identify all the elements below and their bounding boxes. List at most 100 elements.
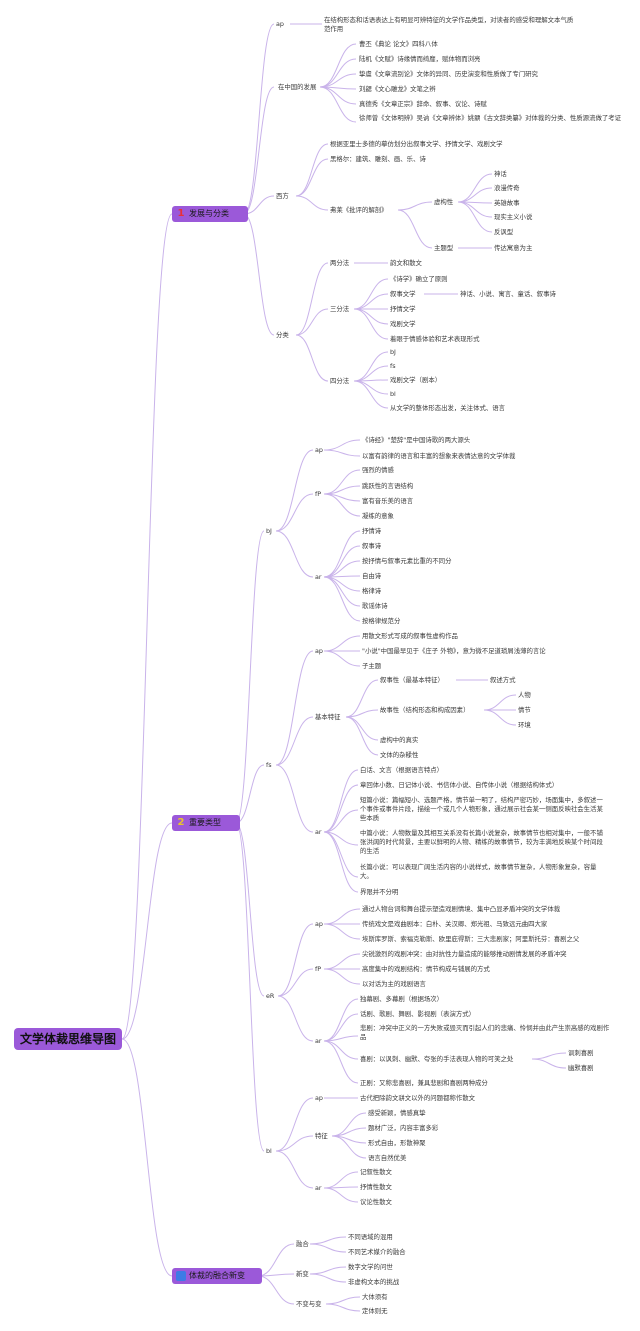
three-way-item[interactable]: 《诗学》确立了原则 <box>390 275 448 283</box>
poetry-ar-item[interactable]: 格律诗 <box>362 587 382 595</box>
poetry-ar-item[interactable]: 歌谣体诗 <box>362 602 388 610</box>
topic-three-way[interactable]: 三分法 <box>330 305 350 313</box>
fiction-ar-item[interactable]: 短篇小说：篇幅短小、选题严格，情节单一明了，结构严密巧妙，场面集中，多叙述一个事… <box>360 796 603 822</box>
root-title[interactable]: 文学体裁思维导图 <box>14 1028 122 1050</box>
fiction-ap-item[interactable]: 用散文形式写成的叙事性虚构作品 <box>362 632 458 640</box>
topic-fp[interactable]: fP <box>315 490 322 498</box>
fictional-item[interactable]: 现实主义小说 <box>494 213 533 221</box>
drama-ar-item[interactable]: 独幕剧、多幕剧（根据场次） <box>360 995 444 1003</box>
fiction-ap-item[interactable]: "小说"中国最早见于《庄子 外物》，意为微不足道琐屑浅薄的言论 <box>362 647 546 655</box>
poetry-ar-item[interactable]: 自由诗 <box>362 572 382 580</box>
four-way-item[interactable]: bl <box>390 390 396 398</box>
prose-feature[interactable]: 语言自然优美 <box>368 1154 407 1162</box>
topic-ar[interactable]: ar <box>315 573 322 581</box>
drama-fp-item[interactable]: 尖锐激烈的戏剧冲突：由对抗性力量造成的能够推动剧情发展的矛盾冲突 <box>362 950 567 958</box>
china-item[interactable]: 曹丕《典论 论文》四科八体 <box>359 40 438 48</box>
four-way-item[interactable]: bJ <box>390 348 396 356</box>
drama-ap-item[interactable]: 埃斯库罗斯、索福克勒斯、欧里庇得斯：三大悲剧家；阿里斯托芬：喜剧之父 <box>362 935 580 943</box>
narrative-genres[interactable]: 神话、小说、寓言、童话、叙事诗 <box>460 290 556 298</box>
poetry-ar-item[interactable]: 抒情诗 <box>362 527 382 535</box>
china-item[interactable]: 真德秀《文章正宗》辞命、叙事、议论、诗赋 <box>359 100 487 108</box>
topic-basic-features[interactable]: 基本特征 <box>315 713 341 721</box>
drama-ar-item[interactable]: 话剧、歌剧、舞剧、影视剧（表演方式） <box>360 1010 476 1018</box>
constancy-item[interactable]: 大体须有 <box>362 1293 388 1301</box>
branch-fusion[interactable]: 3体裁的融合新变 <box>172 1268 262 1284</box>
poetry-fp-item[interactable]: 凝练的意象 <box>362 512 394 520</box>
three-way-item[interactable]: 叙事文学 <box>390 290 416 298</box>
topic-poetry[interactable]: bJ <box>266 527 272 535</box>
drama-fp-item[interactable]: 以对话为主的戏剧语言 <box>362 980 426 988</box>
comedy-type[interactable]: 讽刺喜剧 <box>568 1049 594 1057</box>
prose-ar-item[interactable]: 抒情性散文 <box>360 1183 392 1191</box>
narrative-feature[interactable]: 叙事性（最基本特征） <box>380 676 444 684</box>
poetry-fp-item[interactable]: 富有音乐美的语言 <box>362 497 414 505</box>
story-feature[interactable]: 故事性（结构形态和构成因素） <box>380 706 470 714</box>
topic-fiction[interactable]: fs <box>266 761 272 769</box>
four-way-item[interactable]: fs <box>390 362 396 370</box>
fiction-ar-item[interactable]: 章回体小数、日记体小说、书信体小说、自传体小说（根据结构体式） <box>360 781 559 789</box>
narrative-mode[interactable]: 叙述方式 <box>490 676 516 684</box>
two-way-item[interactable]: 韵文和散文 <box>390 259 422 267</box>
topic-new-change[interactable]: 新变 <box>296 1270 309 1278</box>
story-element[interactable]: 人物 <box>518 691 531 699</box>
new-change-item[interactable]: 非虚构文本的挑战 <box>348 1278 400 1286</box>
fictional-item[interactable]: 神话 <box>494 170 507 178</box>
four-way-item[interactable]: 从文学的整体形态出发，关注体式、语言 <box>390 404 506 412</box>
topic-ap[interactable]: ap <box>315 647 323 655</box>
poetry-ar-item[interactable]: 按抒情与叙事元素比重的不同分 <box>362 557 452 565</box>
fiction-ar-item[interactable]: 长篇小说：可以表现广阔生活内容的小说样式，故事情节复杂，人物形象复杂，容量大。 <box>360 863 597 880</box>
fiction-ar-item[interactable]: 中篇小说：人物数量及其相互关系没有长篇小说复杂，故事情节也相对集中，一般不铺张洪… <box>360 829 603 855</box>
basic-feature-item[interactable]: 虚构中的真实 <box>380 736 419 744</box>
prose-feature[interactable]: 形式自由，形散神聚 <box>368 1139 426 1147</box>
story-element[interactable]: 情节 <box>518 706 531 714</box>
constancy-item[interactable]: 定体则无 <box>362 1307 388 1315</box>
fictional-item[interactable]: 英雄故事 <box>494 199 520 207</box>
china-item[interactable]: 徐师曾《文体明辨》吴讷《文章辨体》姚鼐《古文辞类纂》对体裁的分类、性质源流做了考… <box>359 114 622 122</box>
fiction-ar-item[interactable]: 界限并不分明 <box>360 888 399 896</box>
west-item[interactable]: 黑格尔：建筑、雕刻、画、乐、诗 <box>330 155 426 163</box>
topic-ap[interactable]: ap <box>276 20 284 28</box>
prose-ap-item[interactable]: 古代把除韵文骈文以外的问题都称作散文 <box>360 1094 476 1102</box>
poetry-ap-item[interactable]: 以富有韵律的语言和丰富的想象来表情达意的文学体裁 <box>362 452 516 460</box>
poetry-fp-item[interactable]: 强烈的情感 <box>362 466 394 474</box>
fusion-item[interactable]: 不同艺术媒介的融合 <box>348 1248 406 1256</box>
topic-fictional[interactable]: 虚构性 <box>434 198 454 206</box>
topic-ap[interactable]: ap <box>315 446 323 454</box>
topic-ar[interactable]: ar <box>315 1184 322 1192</box>
drama-ap-item[interactable]: 通过人物台词和舞台提示塑造戏剧情境、集中凸显矛盾冲突的文学体裁 <box>362 905 561 913</box>
ap-definition[interactable]: 在结构形态和话语表达上有明显可辨特征的文学作品类型，对读者的感受和理解文本气质范… <box>324 16 574 33</box>
three-way-item[interactable]: 着眼于情感体验和艺术表现形式 <box>390 335 480 343</box>
poetry-ap-item[interactable]: 《诗经》"楚辞"是中国诗歌的两大源头 <box>362 436 471 444</box>
three-way-item[interactable]: 抒情文学 <box>390 305 416 313</box>
drama-ar-item[interactable]: 正剧：又称悲喜剧，兼具悲剧和喜剧两种成分 <box>360 1079 488 1087</box>
china-item[interactable]: 挚虞《文章流别论》文体的异同、历史演变和性质做了专门研究 <box>359 70 538 78</box>
prose-ar-item[interactable]: 议论性散文 <box>360 1198 392 1206</box>
fiction-ar-item[interactable]: 白话、文言（根据语言特点） <box>360 766 444 774</box>
topic-china-development[interactable]: 在中国的发展 <box>278 83 317 91</box>
fictional-item[interactable]: 浪漫传奇 <box>494 184 520 192</box>
drama-fp-item[interactable]: 高度集中的戏剧结构：情节构成与铺展的方式 <box>362 965 490 973</box>
topic-west[interactable]: 西方 <box>276 192 289 200</box>
topic-classification[interactable]: 分类 <box>276 331 289 339</box>
drama-ap-item[interactable]: 传统戏文是戏曲剧本：白朴、关汉卿、郑光祖、马致远元曲四大家 <box>362 920 548 928</box>
prose-feature[interactable]: 题材广泛，内容丰富多彩 <box>368 1124 439 1132</box>
china-item[interactable]: 刘勰《文心雕龙》文笔之辨 <box>359 85 436 93</box>
poetry-ar-item[interactable]: 叙事诗 <box>362 542 382 550</box>
prose-feature[interactable]: 感受新颖，情感真挚 <box>368 1109 426 1117</box>
story-element[interactable]: 环境 <box>518 721 531 729</box>
topic-ap[interactable]: ap <box>315 1094 323 1102</box>
comedy-type[interactable]: 幽默喜剧 <box>568 1064 594 1072</box>
three-way-item[interactable]: 戏剧文学 <box>390 320 416 328</box>
topic-drama[interactable]: eR <box>266 992 275 1000</box>
fictional-item[interactable]: 反讽型 <box>494 228 514 236</box>
topic-features[interactable]: 特征 <box>315 1132 328 1140</box>
poetry-fp-item[interactable]: 跳跃性的言语结构 <box>362 482 414 490</box>
west-item[interactable]: 根据亚里士多德的摹仿划分出叙事文学、抒情文学、戏剧文学 <box>330 140 503 148</box>
topic-thematic[interactable]: 主题型 <box>434 244 454 252</box>
drama-ar-item[interactable]: 悲剧：冲突中正义的一方失败或毁灭而引起人们的悲痛、怜悯并由此产生崇高感的戏剧作品 <box>360 1024 610 1041</box>
topic-fusion[interactable]: 融合 <box>296 1240 309 1248</box>
topic-frye[interactable]: 弗莱《批评的解剖》 <box>330 206 388 214</box>
topic-prose[interactable]: bl <box>266 1147 272 1155</box>
four-way-item[interactable]: 戏剧文学（剧本） <box>390 376 442 384</box>
